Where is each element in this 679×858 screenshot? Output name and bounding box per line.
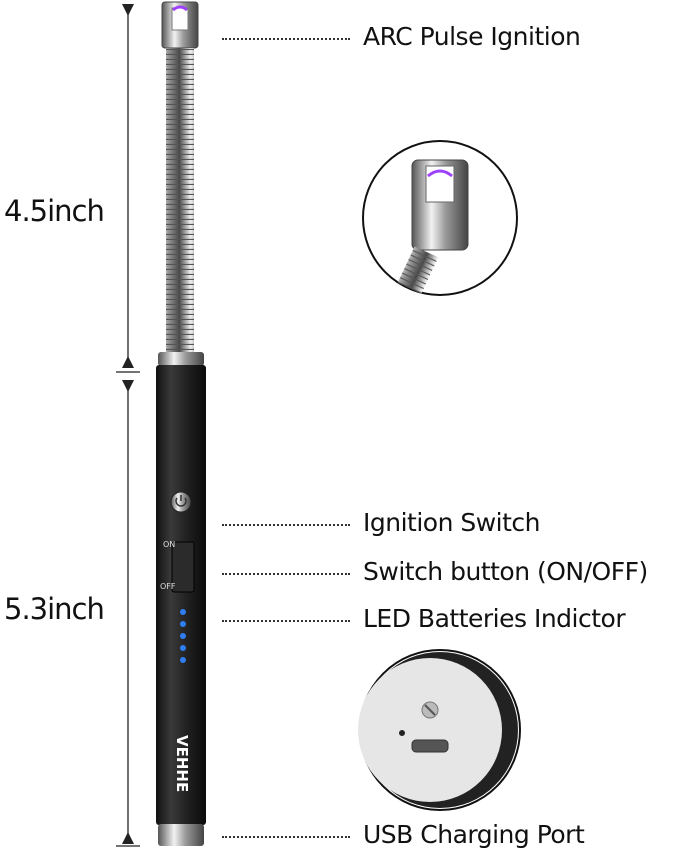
callout-switch-button: Switch button (ON/OFF) bbox=[363, 557, 648, 586]
callout-leader bbox=[222, 573, 350, 575]
battery-led-indicator bbox=[180, 609, 186, 663]
arc-head-closeup bbox=[362, 140, 518, 296]
callout-ignition-switch: Ignition Switch bbox=[363, 508, 541, 537]
lighter-illustration bbox=[156, 1, 206, 846]
brand-logo: VEHHE bbox=[173, 735, 191, 793]
usb-port-closeup bbox=[358, 649, 521, 811]
callout-arc-pulse-ignition: ARC Pulse Ignition bbox=[363, 22, 581, 51]
lower-length-label: 5.3inch bbox=[4, 592, 105, 626]
callout-leader bbox=[222, 524, 350, 526]
switch-on-label: ON bbox=[163, 540, 176, 549]
callout-usb-port: USB Charging Port bbox=[363, 820, 585, 849]
callout-leader bbox=[222, 38, 350, 40]
dimension-line bbox=[116, 4, 140, 847]
upper-length-label: 4.5inch bbox=[4, 194, 105, 228]
callout-led-indicator: LED Batteries Indictor bbox=[363, 604, 626, 633]
callout-leader bbox=[222, 836, 350, 838]
switch-off-label: OFF bbox=[160, 582, 176, 591]
callout-leader bbox=[222, 620, 350, 622]
